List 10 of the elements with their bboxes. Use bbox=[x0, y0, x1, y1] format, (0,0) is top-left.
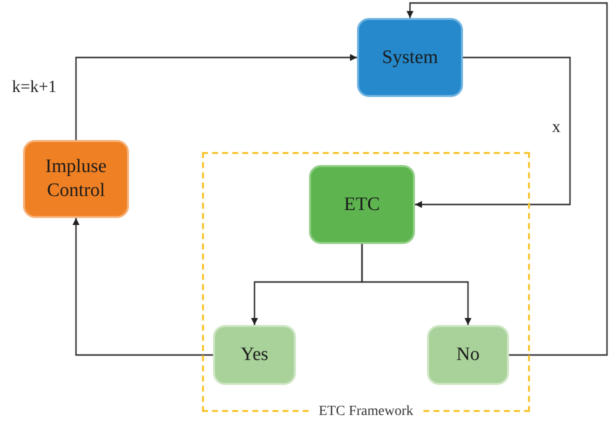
outcome-box: Yes bbox=[213, 325, 296, 385]
arrow bbox=[415, 56, 571, 208]
process-box: Impluse Control bbox=[23, 140, 129, 218]
arrow bbox=[75, 54, 357, 140]
process-box: System bbox=[357, 18, 463, 97]
outcome-box: No bbox=[427, 325, 509, 385]
arrow bbox=[406, 2, 608, 356]
arrow bbox=[361, 244, 472, 325]
process-box: ETC bbox=[309, 165, 415, 244]
arrow bbox=[72, 218, 213, 356]
